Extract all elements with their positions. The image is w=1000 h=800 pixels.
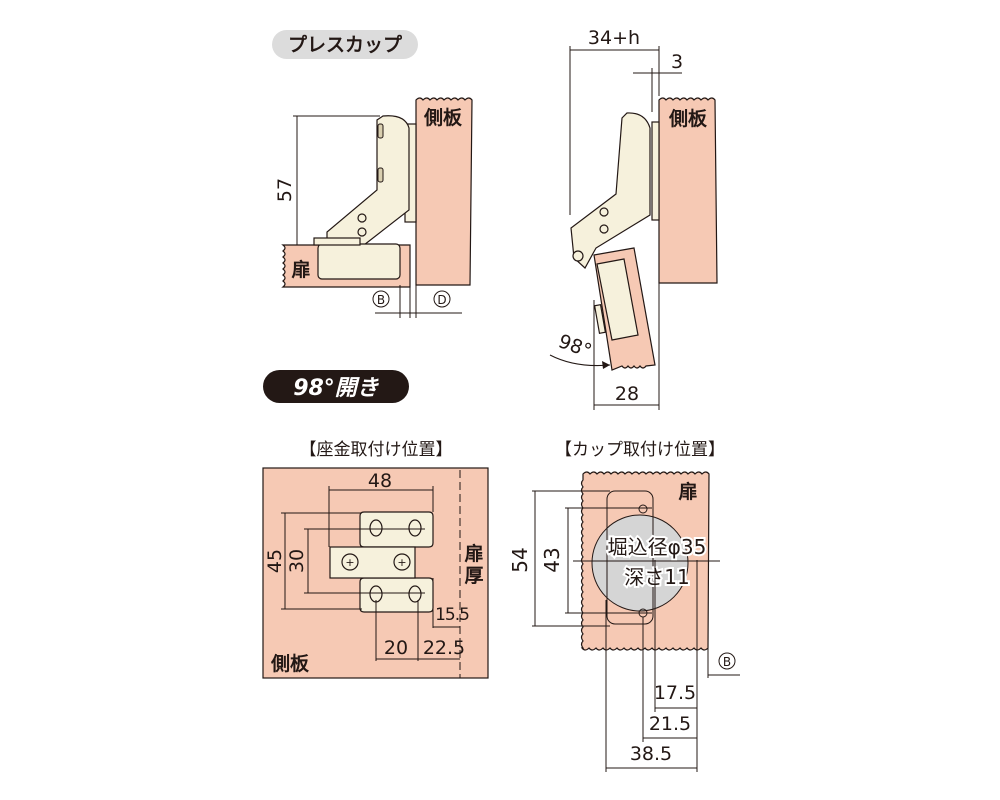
door-label: 扉 [291, 258, 310, 281]
cup-section-title: 【カップ取付け位置】 [555, 440, 725, 460]
rivet-icon [599, 224, 609, 234]
hinge-arm [570, 112, 651, 269]
cup-bore [591, 514, 689, 612]
dim-28: 28 [615, 383, 639, 405]
press-cup-badge: プレスカップ [288, 33, 403, 56]
cup-mounting-position: 【カップ取付け位置】 扉 堀込径φ35 深さ11 54 43 B 17.5 21… [508, 440, 740, 772]
dim-22-5: 22.5 [423, 637, 465, 659]
plate-mounting-position: 【座金取付け位置】 + + 48 45 30 扉 厚 15.5 2 [262, 440, 489, 679]
adjust-screw-icon [341, 553, 359, 571]
dim-54: 54 [508, 547, 532, 572]
pivot-icon [572, 250, 584, 262]
screw-icon [377, 123, 384, 139]
hinge-cup [317, 243, 401, 280]
press-cup-badge-bg [272, 30, 418, 59]
dim-21-5: 21.5 [649, 713, 691, 735]
dim-3: 3 [671, 51, 683, 73]
dim-43: 43 [540, 547, 564, 572]
opening-angle-badge: 98°開き [263, 370, 409, 403]
bore-depth-label: 深さ11 [624, 565, 689, 589]
door-thickness-label-2: 厚 [464, 565, 483, 587]
hinge-arm [326, 115, 410, 246]
rivet-icon [599, 207, 609, 217]
dim-45: 45 [264, 549, 286, 573]
side-panel-label: 側板 [668, 107, 708, 130]
dim-48: 48 [368, 470, 392, 492]
screw-cross-icon: + [397, 556, 406, 569]
angle-98: 98° [555, 330, 594, 362]
side-panel-label: 側板 [270, 652, 310, 675]
screw-hole-icon [638, 504, 648, 514]
marker-b: B [723, 655, 731, 669]
screw-hole-icon [369, 585, 383, 603]
plate-section-title: 【座金取付け位置】 [300, 440, 453, 460]
screw-hole-icon [408, 585, 422, 603]
dim-57: 57 [274, 178, 296, 202]
hinge-cup-open [596, 258, 639, 341]
screw-hole-icon [408, 519, 422, 537]
rivet-icon [357, 227, 367, 237]
opening-angle-text: 98°開き [293, 376, 379, 401]
bore-diameter-label: 堀込径φ35 [608, 535, 707, 559]
dim-34-plus-h: 34+h [588, 27, 640, 49]
dim-30: 30 [286, 549, 308, 573]
dim-17-5: 17.5 [654, 682, 696, 704]
open-hinge-view: 側板 34+h 3 98° 28 [549, 27, 718, 410]
rivet-icon [357, 213, 367, 223]
screw-hole-icon [369, 519, 383, 537]
dim-15-5: 15.5 [435, 605, 469, 625]
side-panel [415, 97, 473, 286]
arrowhead-icon [602, 361, 610, 369]
side-panel-label: 側板 [423, 106, 463, 129]
dim-38-5: 38.5 [630, 743, 672, 765]
marker-d: D [437, 293, 446, 307]
cup-flange [313, 237, 361, 246]
mounting-plate [651, 121, 660, 221]
screw-cross-icon: + [345, 556, 354, 569]
closed-hinge-view: プレスカップ 側板 扉 57 B D [272, 30, 473, 318]
plate-outline [606, 490, 654, 625]
adjust-screw-icon [393, 553, 411, 571]
door-label: 扉 [678, 480, 697, 503]
marker-b-circle [372, 290, 390, 308]
cup-flange [593, 303, 607, 335]
side-panel [658, 97, 718, 284]
screw-icon [377, 167, 384, 183]
dim-20: 20 [384, 637, 408, 659]
marker-b: B [377, 293, 385, 307]
marker-d-circle [433, 290, 451, 308]
door-thickness-label-1: 扉 [464, 542, 483, 565]
marker-b-circle [718, 652, 736, 670]
